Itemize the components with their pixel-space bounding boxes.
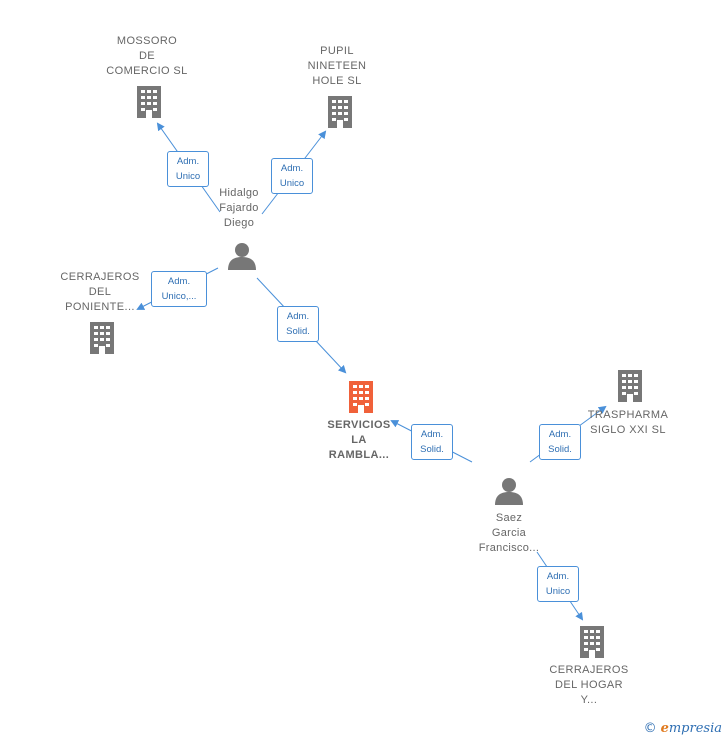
person-label-saez[interactable]: Saez Garcia Francisco... (478, 512, 540, 554)
person-icon[interactable] (227, 242, 257, 270)
role-badge-saez-servicios: Adm. Solid. (411, 424, 453, 460)
role-line: Adm. (280, 163, 304, 174)
role-badge-saez-traspharma: Adm. Solid. (539, 424, 581, 460)
building-icon[interactable] (615, 369, 645, 403)
company-label-cerrajeros-poniente[interactable]: CERRAJEROS DEL PONIENTE... (60, 271, 140, 313)
building-icon[interactable] (87, 321, 117, 355)
role-badge-hidalgo-cerrajeros: Adm. Unico,... (151, 271, 207, 307)
role-line: Unico (545, 586, 571, 597)
role-line: Unico (279, 178, 305, 189)
building-icon-focus[interactable] (346, 380, 376, 414)
role-badge-hidalgo-pupil: Adm. Unico (271, 158, 313, 194)
company-label-mossoro[interactable]: MOSSORO DE COMERCIO SL (106, 35, 188, 77)
role-line: Unico,... (161, 291, 197, 302)
role-badge-hidalgo-servicios: Adm. Solid. (277, 306, 319, 342)
role-line: Adm. (548, 429, 572, 440)
role-line: Adm. (546, 571, 570, 582)
role-badge-hidalgo-mossoro: Adm. Unico (167, 151, 209, 187)
brand-logo[interactable]: ©empresia (644, 721, 722, 736)
copyright-symbol: © (643, 721, 657, 736)
brand-initial: e (660, 721, 669, 736)
role-line: Unico (175, 171, 201, 182)
person-label-hidalgo[interactable]: Hidalgo Fajardo Diego (219, 187, 259, 229)
role-line: Adm. (420, 429, 444, 440)
role-line: Solid. (286, 326, 310, 337)
person-icon[interactable] (494, 477, 524, 505)
role-line: Adm. (176, 156, 200, 167)
company-label-cerrajeros-hogar[interactable]: CERRAJEROS DEL HOGAR Y... (549, 664, 629, 706)
role-line: Adm. (286, 311, 310, 322)
company-label-pupil[interactable]: PUPIL NINETEEN HOLE SL (307, 45, 367, 87)
company-label-servicios[interactable]: SERVICIOS LA RAMBLA... (327, 419, 391, 461)
role-badge-saez-hogar: Adm. Unico (537, 566, 579, 602)
role-line: Adm. (167, 276, 191, 287)
company-label-traspharma[interactable]: TRASPHARMA SIGLO XXI SL (587, 409, 669, 436)
building-icon[interactable] (577, 625, 607, 659)
building-icon[interactable] (134, 85, 164, 119)
building-icon[interactable] (325, 95, 355, 129)
role-line: Solid. (548, 444, 572, 455)
role-line: Solid. (420, 444, 444, 455)
brand-name: mpresia (668, 721, 722, 736)
